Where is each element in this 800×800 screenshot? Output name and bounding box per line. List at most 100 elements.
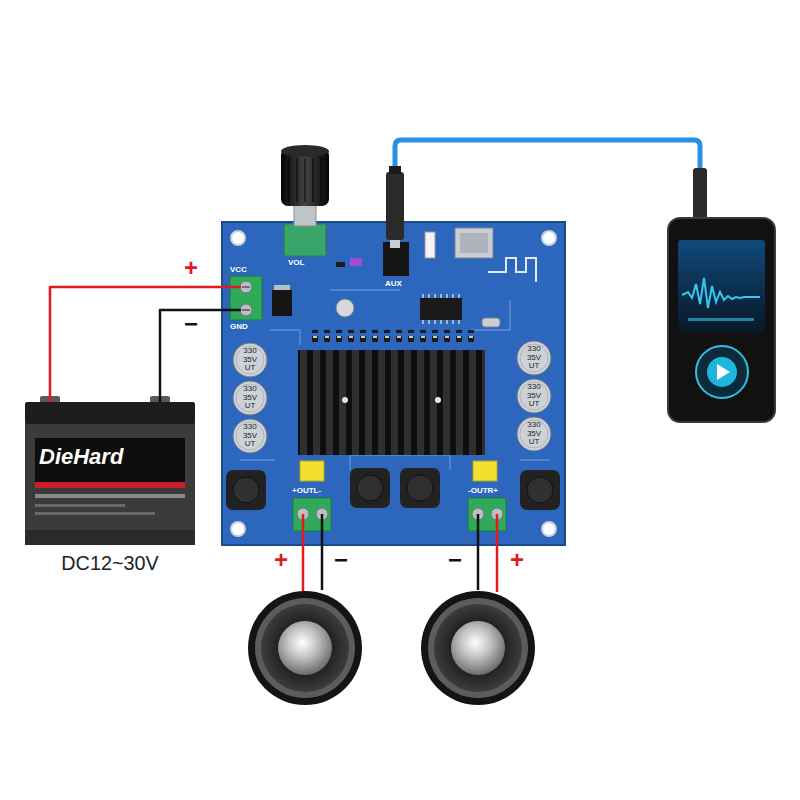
power-wire bbox=[50, 287, 222, 402]
capacitor-outline bbox=[517, 341, 551, 375]
input-label: AUX bbox=[385, 279, 402, 288]
pcb-components bbox=[423, 294, 459, 324]
capacitor-outline bbox=[233, 381, 267, 415]
pcb-components bbox=[488, 258, 536, 282]
power-terminal bbox=[242, 309, 250, 311]
power-wire bbox=[160, 310, 222, 402]
film-capacitors bbox=[300, 461, 497, 481]
inductors bbox=[520, 470, 560, 510]
speaker-wires bbox=[302, 514, 305, 592]
heatsink bbox=[298, 350, 485, 455]
phone bbox=[678, 240, 765, 332]
speaker-right bbox=[428, 598, 528, 698]
pcb-components bbox=[420, 298, 462, 320]
speaker-left bbox=[248, 591, 362, 705]
amplifier-pcb bbox=[240, 290, 550, 470]
audio-cable bbox=[395, 140, 700, 172]
car-battery bbox=[35, 482, 185, 488]
inductors bbox=[226, 470, 266, 510]
car-battery bbox=[25, 396, 195, 545]
speaker-wires bbox=[321, 514, 324, 590]
amplifier-pcb bbox=[222, 222, 565, 545]
capacitor-rating: 330 35V UT bbox=[522, 421, 546, 446]
speaker-right bbox=[421, 591, 535, 705]
volume-knob bbox=[289, 158, 321, 202]
heatsink bbox=[342, 397, 348, 403]
volume-knob bbox=[281, 145, 329, 157]
amplifier-pcb bbox=[222, 222, 565, 545]
polarity-sign: − bbox=[184, 312, 198, 336]
pcb-components bbox=[482, 318, 500, 327]
phone bbox=[717, 364, 730, 380]
phone bbox=[668, 218, 775, 422]
capacitor-outline bbox=[236, 346, 264, 374]
volume-knob bbox=[281, 145, 329, 256]
car-battery bbox=[25, 402, 195, 545]
film-capacitors bbox=[300, 461, 324, 481]
power-terminal bbox=[222, 286, 241, 289]
amplifier-pcb bbox=[231, 522, 245, 536]
inductors bbox=[233, 477, 259, 503]
amplifier-board: VCCGNDVOLAUX+OUTL--OUTR+330 35V UT330 35… bbox=[222, 222, 565, 545]
pin-label: VCC bbox=[230, 265, 247, 274]
output-label: +OUTL- bbox=[292, 486, 321, 495]
capacitor-outline bbox=[517, 417, 551, 451]
phone bbox=[682, 278, 760, 308]
output-label: -OUTR+ bbox=[468, 486, 498, 495]
heatsink bbox=[298, 350, 485, 455]
amplifier-pcb bbox=[231, 231, 245, 245]
phone bbox=[668, 168, 775, 422]
speaker-right bbox=[451, 621, 505, 675]
battery-brand: DieHard bbox=[39, 444, 123, 469]
capacitor-outline bbox=[236, 422, 264, 450]
film-capacitors bbox=[473, 461, 497, 481]
capacitor-rating: 330 35V UT bbox=[238, 385, 262, 410]
aux-jack-plug bbox=[383, 166, 409, 276]
power-terminal bbox=[230, 276, 262, 320]
car-battery bbox=[35, 438, 185, 482]
polarity-sign: + bbox=[184, 256, 198, 280]
pcb-components bbox=[272, 290, 292, 316]
speaker-wires bbox=[496, 514, 499, 592]
heatsink bbox=[298, 350, 485, 455]
pcb-components bbox=[350, 258, 362, 266]
capacitor-outline bbox=[520, 344, 548, 372]
aux-jack-plug bbox=[389, 166, 401, 174]
speaker-left bbox=[248, 591, 362, 705]
inductors bbox=[527, 477, 553, 503]
capacitor-rating: 330 35V UT bbox=[238, 347, 262, 372]
capacitor-outline bbox=[520, 382, 548, 410]
control-label: VOL bbox=[288, 258, 304, 267]
amplifier-pcb bbox=[542, 231, 556, 245]
pcb-components bbox=[336, 299, 354, 317]
speaker-left bbox=[255, 598, 355, 698]
inductors bbox=[226, 468, 560, 510]
polarity-sign: − bbox=[448, 548, 462, 572]
car-battery bbox=[25, 402, 195, 424]
speaker-left bbox=[261, 604, 349, 692]
battery-node: DieHardDC12~30V bbox=[25, 402, 195, 580]
capacitor: 330 35V UT bbox=[232, 380, 268, 416]
capacitor-outline bbox=[520, 420, 548, 448]
inductors bbox=[357, 475, 383, 501]
speaker-right bbox=[434, 604, 522, 692]
speaker-left bbox=[278, 621, 332, 675]
amplifier-pcb bbox=[542, 522, 556, 536]
speaker-terminals bbox=[468, 498, 506, 531]
capacitor: 330 35V UT bbox=[516, 416, 552, 452]
power-terminal bbox=[240, 281, 252, 293]
capacitor-rating: 330 35V UT bbox=[522, 383, 546, 408]
polarity-sign: + bbox=[510, 548, 524, 572]
phone bbox=[696, 346, 748, 398]
inductors bbox=[400, 468, 440, 508]
car-battery bbox=[35, 494, 185, 498]
pcb-components bbox=[460, 233, 488, 253]
car-battery bbox=[25, 530, 195, 545]
power-terminal bbox=[222, 309, 241, 312]
capacitor-rating: 330 35V UT bbox=[238, 423, 262, 448]
polarity-sign: + bbox=[274, 548, 288, 572]
capacitor: 330 35V UT bbox=[232, 418, 268, 454]
voltage-rating: DC12~30V bbox=[25, 552, 195, 575]
